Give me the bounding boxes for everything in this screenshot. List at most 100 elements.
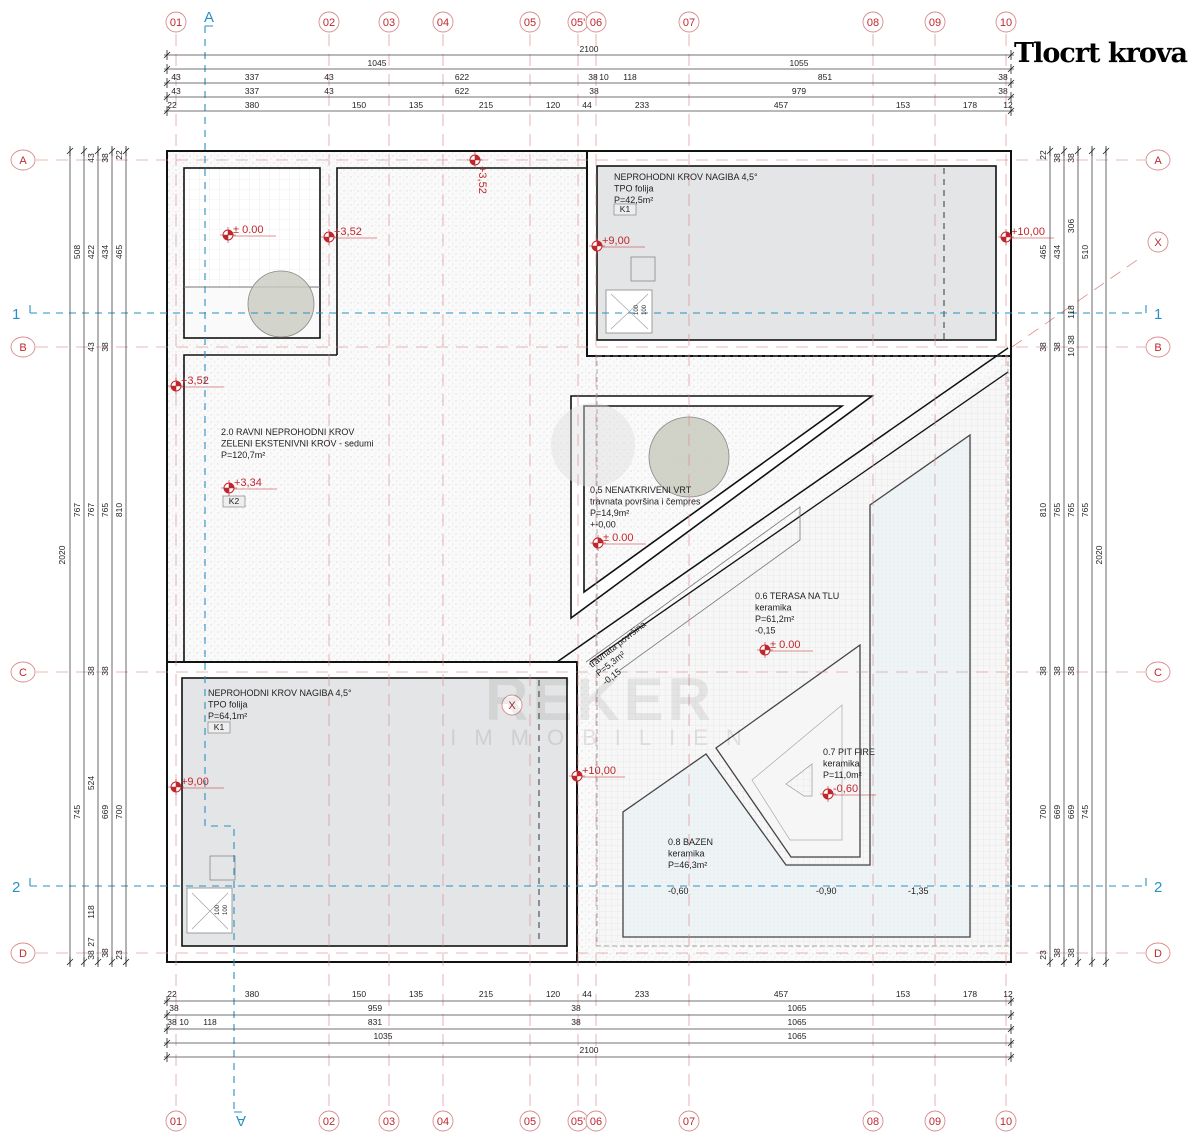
dimension-tick (163, 1038, 171, 1048)
dimension-label: 38 (998, 72, 1008, 82)
grid-bubble (165, 1110, 187, 1132)
dimension-label: 22 (1038, 150, 1048, 160)
dimension-label: 1065 (788, 1003, 807, 1013)
grid-row-label: A (19, 155, 27, 167)
dimension-label: 700 (1038, 805, 1048, 819)
grid-row-label: D (19, 948, 27, 960)
dimension-label: 669 (1066, 805, 1076, 819)
dimension-label: 153 (896, 989, 910, 999)
dimension-tick (163, 50, 171, 60)
elevation-marker-cross (820, 786, 836, 802)
elevation-marker-icon (820, 786, 836, 802)
pit-fire (715, 643, 861, 858)
area-label: P=61,2m² (755, 614, 794, 624)
elevation-level: ± 0.00 (770, 639, 801, 651)
dimension-label: 118 (203, 1017, 217, 1027)
dimension-label: 380 (245, 100, 259, 110)
elevation-marker-cross (220, 227, 236, 243)
dimension-tick (163, 1024, 171, 1034)
elevation-level: +3,52 (334, 226, 362, 238)
dimension-tick (66, 146, 74, 156)
dimension-label: 2020 (1094, 545, 1104, 564)
dimension-label: 622 (455, 72, 469, 82)
roof-k1-bottom (181, 677, 568, 947)
area-label: 0.8 BAZEN (668, 837, 713, 847)
elevation-level: +10,00 (1011, 226, 1045, 238)
dimension-tick (1007, 1052, 1015, 1062)
elevation-marker-cross (321, 229, 337, 245)
section-label: 1 (12, 306, 20, 323)
elevation-marker-cross (168, 378, 184, 394)
hatch-dimension: 100 (215, 904, 221, 915)
pit-fire-step (751, 704, 843, 841)
grid-bubble (10, 942, 36, 964)
dimension-label: 43 (324, 72, 334, 82)
dimension-tick (1088, 957, 1096, 967)
dimension-label: 2020 (57, 545, 67, 564)
dimension-tick (108, 957, 116, 967)
dimension-tick (1007, 1010, 1015, 1020)
elevation-marker-icon (220, 227, 236, 243)
grid-column-label: 07 (683, 1116, 695, 1128)
roof-k1-top (596, 165, 997, 341)
area-label: keramika (668, 849, 705, 859)
hatch-dimension: 100 (223, 904, 229, 915)
dimension-tick (1007, 106, 1015, 116)
dimension-label: 38 (86, 666, 96, 676)
dimension-label: 38 (86, 950, 96, 960)
grid-bubble (318, 1110, 340, 1132)
dimension-label: 43 (324, 86, 334, 96)
elevation-marker-icon (168, 779, 184, 795)
elevation-level: +9,00 (602, 235, 630, 247)
elevation-level: ± 0.00 (233, 224, 264, 236)
elevation-marker-cross (168, 779, 184, 795)
dimension-tick (80, 957, 88, 967)
grid-row-label: C (19, 667, 27, 679)
dimension-label: 2100 (580, 44, 599, 54)
elevation-marker-cross (467, 152, 483, 168)
roof-type-tag (222, 495, 246, 508)
dimension-label: 306 (1066, 219, 1076, 233)
grid-bubble (1145, 942, 1171, 964)
pool-bazen (622, 433, 971, 938)
grid-bubble (432, 11, 454, 33)
dimension-label: 118 (86, 905, 96, 919)
grid-column-label: 01 (170, 17, 182, 29)
dimension-label: 118 (1066, 305, 1076, 319)
grid-column-label: 05' (571, 17, 585, 29)
elevation-marker-cross (998, 229, 1014, 245)
terrace-boundary (596, 355, 1009, 947)
dimension-tick (1074, 146, 1082, 156)
area-label: 2.0 RAVNI NEPROHODNI KROV (221, 427, 354, 437)
grid-column-label: 09 (929, 17, 941, 29)
dimension-label: 337 (245, 72, 259, 82)
elevation-marker-icon (168, 378, 184, 394)
dimension-label: 422 (86, 245, 96, 259)
dimension-label: 38 (1066, 666, 1076, 676)
dimension-tick (1060, 146, 1068, 156)
section-label: 1 (1154, 306, 1162, 323)
dimension-tick (1074, 957, 1082, 967)
dimension-tick (163, 78, 171, 88)
dimension-label: 38 (100, 666, 110, 676)
dimension-label: 118 (623, 72, 637, 82)
dimension-label: 38 (588, 72, 598, 82)
dimension-label: 38 (571, 1003, 581, 1013)
area-label: 0,5 NENATKRIVENI VRT (590, 485, 692, 495)
dimension-tick (122, 957, 130, 967)
dimension-tick (1088, 146, 1096, 156)
dimension-label: 380 (245, 989, 259, 999)
area-label: -0,15 (755, 626, 776, 636)
dimension-tick (1007, 64, 1015, 74)
dimension-label: 745 (1080, 805, 1090, 819)
dimension-tick (1102, 146, 1110, 156)
elevation-level: +10,00 (582, 765, 616, 777)
grid-bubble (10, 661, 36, 683)
dimension-tick (1046, 957, 1054, 967)
area-label: P=120,7m² (221, 450, 265, 460)
dimension-tick (1060, 957, 1068, 967)
tree-icon (247, 270, 315, 338)
grid-bubble (924, 11, 946, 33)
dimension-label: 465 (114, 245, 124, 259)
area-label: P=14,9m² (590, 508, 629, 518)
